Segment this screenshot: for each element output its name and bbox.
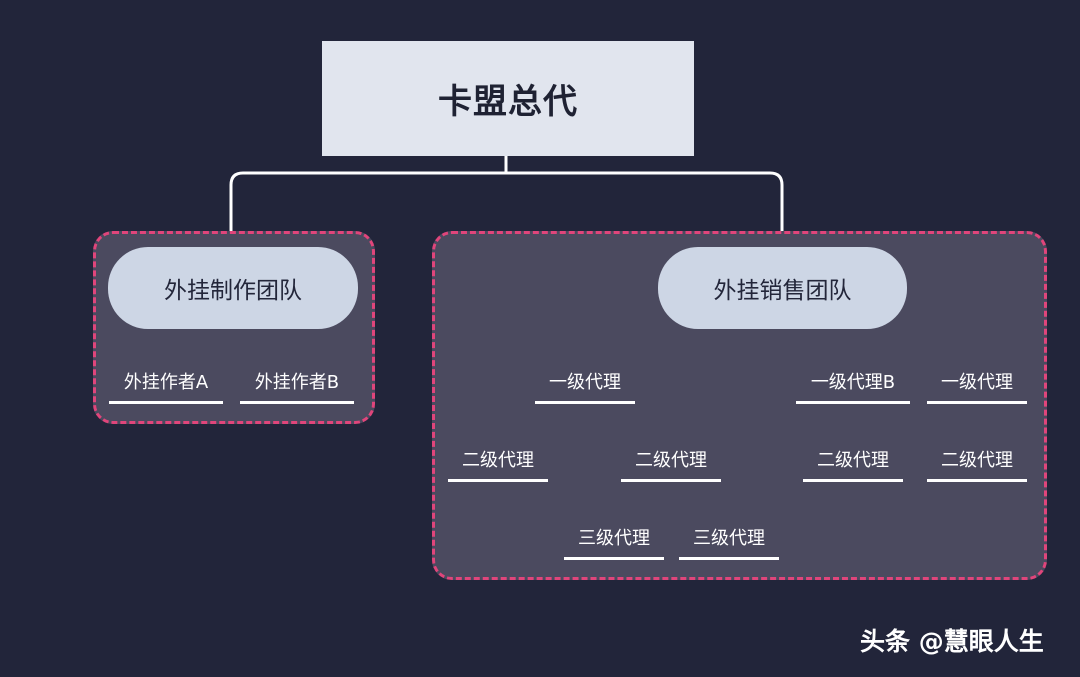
level3-agent-1-underline xyxy=(564,557,664,560)
level3-agent-2: 三级代理 xyxy=(693,528,765,549)
level3-agent-1: 三级代理 xyxy=(578,528,650,549)
top-agent-title: 卡盟总代 xyxy=(438,82,578,122)
dev-team-pill: 外挂制作团队 xyxy=(108,247,358,329)
level2-agent-1: 二级代理 xyxy=(462,450,534,471)
level1-agent-3-underline xyxy=(927,401,1027,404)
level2-agent-2-underline xyxy=(621,479,721,482)
dev-member-a: 外挂作者A xyxy=(123,372,209,393)
dev-team-name: 外挂制作团队 xyxy=(164,278,302,304)
dev-member-b-underline xyxy=(240,401,354,404)
level1-agent-b: 一级代理B xyxy=(810,372,896,393)
level3-agent-2-underline xyxy=(679,557,779,560)
level2-agent-3: 二级代理 xyxy=(817,450,889,471)
dev-member-a-underline xyxy=(109,401,223,404)
connector-top xyxy=(229,156,784,231)
sales-team-name: 外挂销售团队 xyxy=(713,278,852,304)
level1-agent-1-underline xyxy=(535,401,635,404)
watermark-text: 头条 @慧眼人生 xyxy=(860,627,1044,656)
level2-agent-1-underline xyxy=(448,479,548,482)
level2-agent-2: 二级代理 xyxy=(635,450,707,471)
level1-agent-b-underline xyxy=(796,401,910,404)
top-agent-box: 卡盟总代 xyxy=(322,41,694,156)
level1-agent-1: 一级代理 xyxy=(549,372,621,393)
level2-agent-4: 二级代理 xyxy=(941,450,1013,471)
level1-agent-3: 一级代理 xyxy=(941,372,1013,393)
dev-member-b: 外挂作者B xyxy=(254,372,340,393)
level2-agent-3-underline xyxy=(803,479,903,482)
level2-agent-4-underline xyxy=(927,479,1027,482)
sales-team-pill: 外挂销售团队 xyxy=(658,247,907,329)
